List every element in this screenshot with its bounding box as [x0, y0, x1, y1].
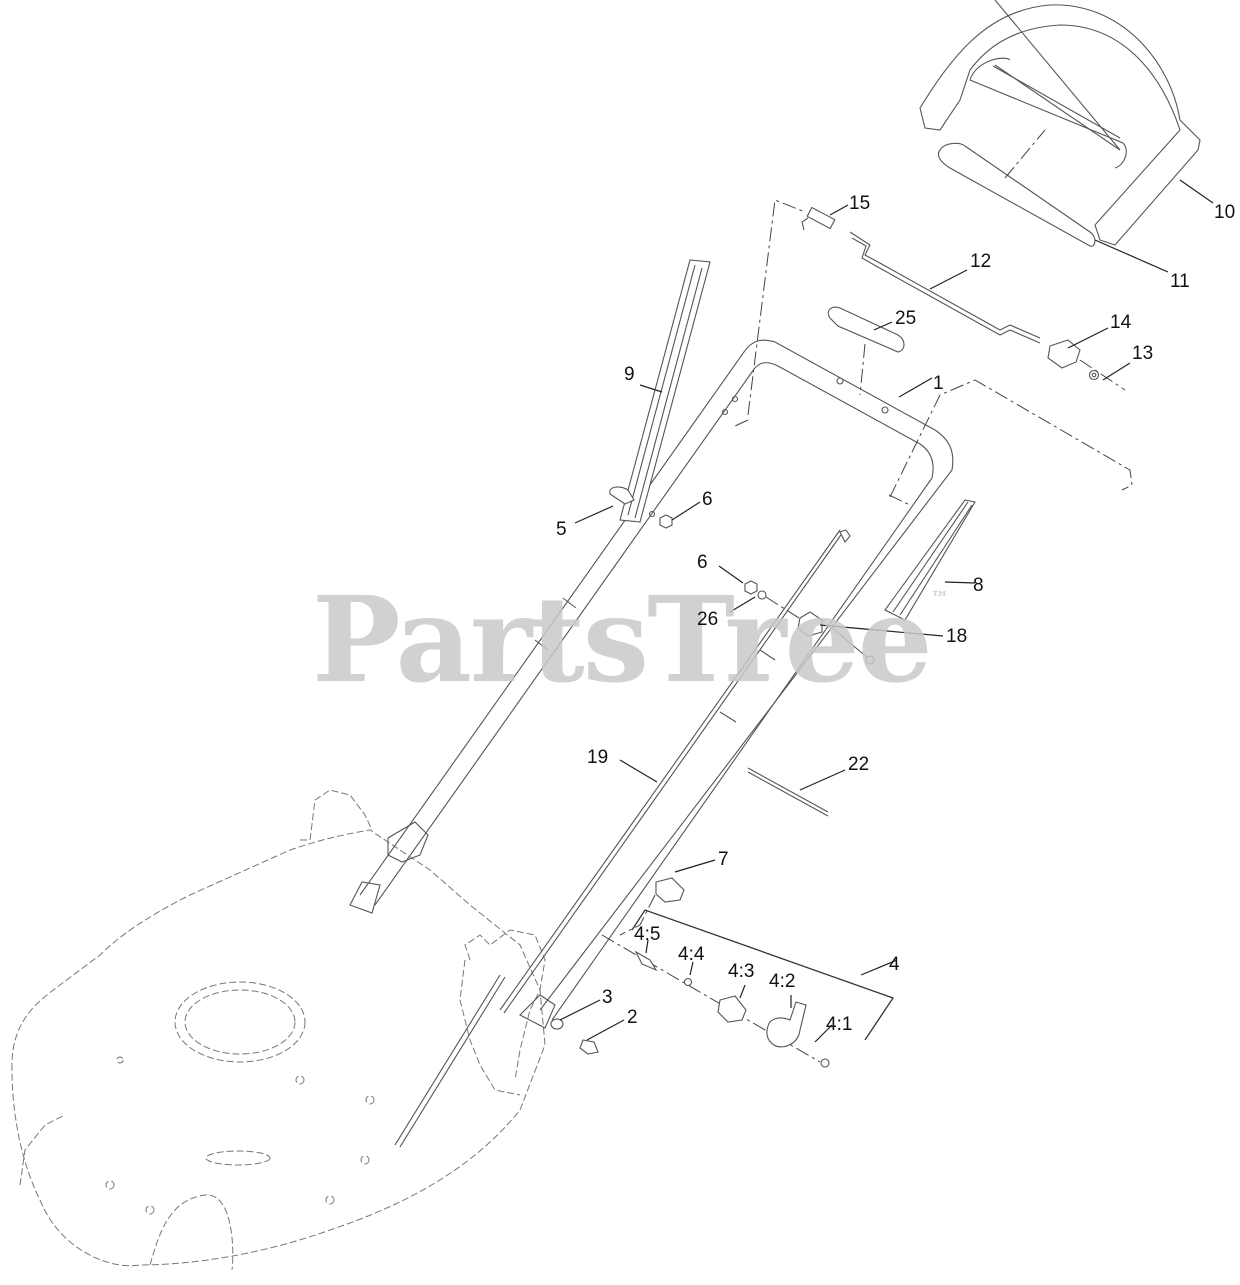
hardware: [499, 486, 875, 1068]
callout-4-1[interactable]: 4:1: [826, 1014, 853, 1035]
callout-4[interactable]: 4: [889, 954, 900, 975]
callout-7[interactable]: 7: [718, 849, 729, 870]
callout-1[interactable]: 1: [933, 373, 944, 394]
leader-lines: [559, 179, 1214, 1043]
callout-9[interactable]: 9: [624, 364, 635, 385]
callout-4-4[interactable]: 4:4: [678, 944, 705, 965]
callout-6-upper[interactable]: 6: [702, 489, 713, 510]
bail-rod-part: [801, 206, 1126, 391]
callout-14[interactable]: 14: [1110, 312, 1132, 333]
callout-25[interactable]: 25: [895, 308, 917, 329]
callout-4-2[interactable]: 4:2: [769, 971, 796, 992]
callout-10[interactable]: 10: [1214, 202, 1236, 223]
callout-11[interactable]: 11: [1170, 271, 1190, 292]
handle-covers: [619, 259, 976, 621]
callout-19[interactable]: 19: [587, 747, 609, 768]
callout-4-3[interactable]: 4:3: [728, 961, 755, 982]
assembly-4-bracket: [631, 909, 895, 1041]
callout-6-lower[interactable]: 6: [697, 552, 708, 573]
callout-8[interactable]: 8: [973, 575, 984, 596]
mower-deck: [11, 789, 546, 1271]
callout-4-5[interactable]: 4:5: [634, 924, 661, 945]
callout-3[interactable]: 3: [602, 987, 613, 1008]
callout-22[interactable]: 22: [848, 754, 870, 775]
callout-18[interactable]: 18: [946, 626, 968, 647]
callout-15[interactable]: 15: [849, 193, 871, 214]
callout-12[interactable]: 12: [970, 251, 992, 272]
foam-grip-part: [827, 306, 905, 396]
callout-2[interactable]: 2: [627, 1007, 638, 1028]
callout-26[interactable]: 26: [697, 609, 719, 630]
callout-5[interactable]: 5: [556, 519, 567, 540]
callout-13[interactable]: 13: [1132, 343, 1154, 364]
control-bail-part: [919, 0, 1201, 247]
handle-frame-part: [349, 339, 954, 1029]
